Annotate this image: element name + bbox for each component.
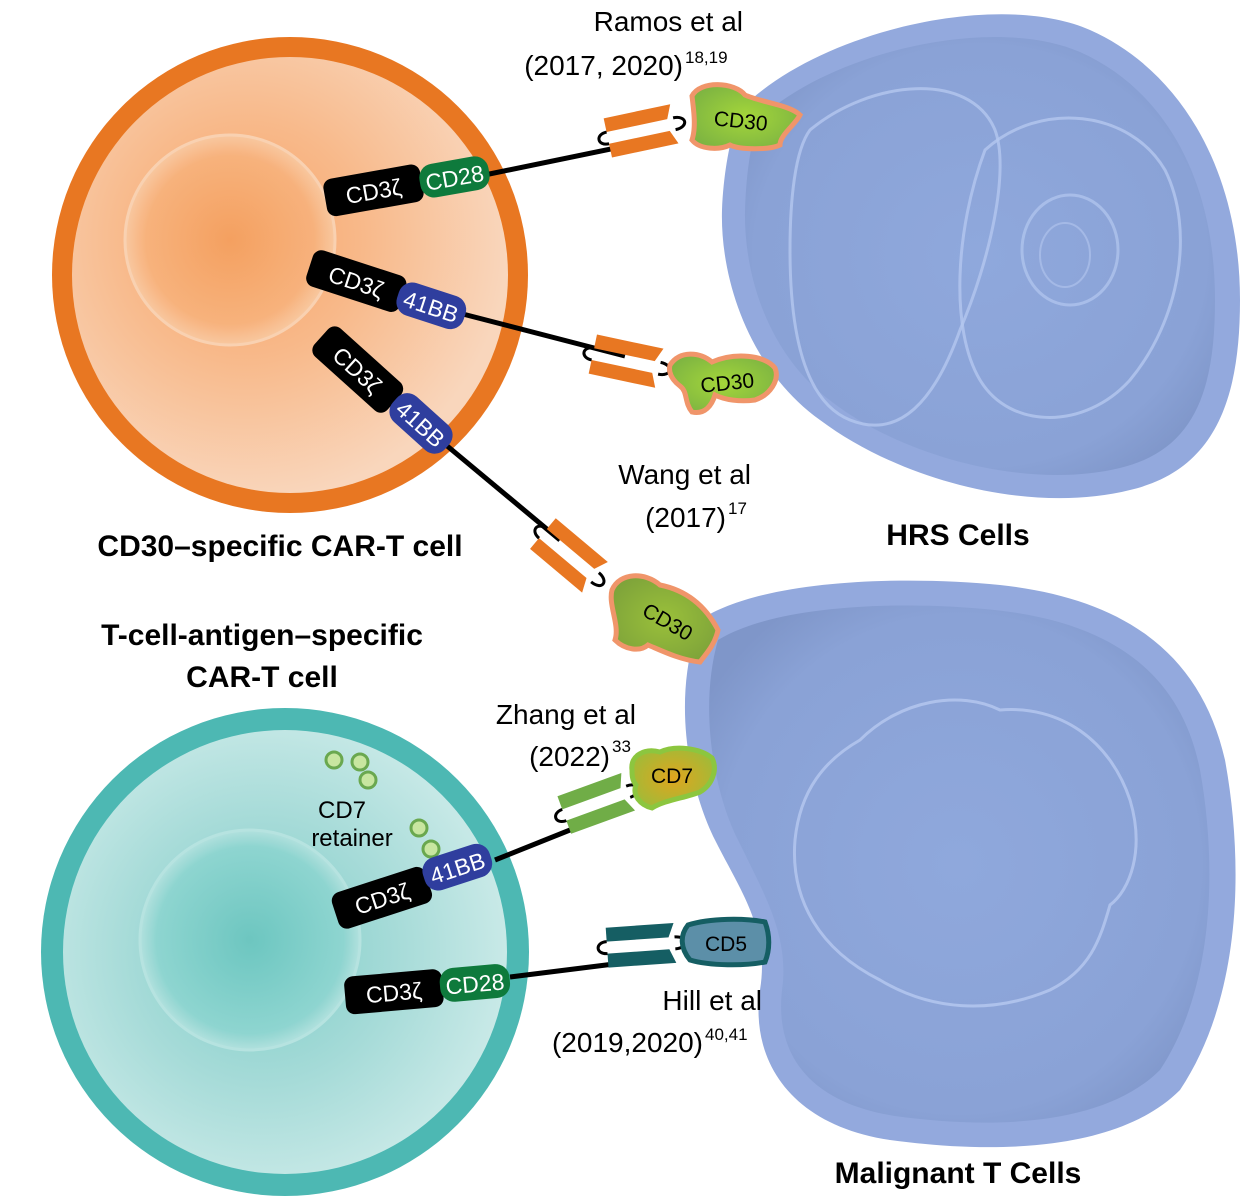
- cd30-car-t-cell: [52, 37, 528, 513]
- cd30-antigen-lower: CD30: [608, 573, 721, 665]
- cd30-antigen-top: CD30: [689, 82, 804, 152]
- citation-wang-line2: (2017): [645, 502, 726, 533]
- hrs-nucleolus-small: [1039, 222, 1091, 288]
- vesicle: [350, 752, 370, 772]
- citation-hill-line2: (2019,2020): [552, 1027, 703, 1058]
- car-construct-41bb-cd7: CD3ζ 41BB: [331, 772, 640, 929]
- vesicle: [324, 750, 344, 770]
- cd30-antigen-middle: CD30: [667, 351, 779, 416]
- cd5-label: CD5: [705, 933, 747, 956]
- citation-wang-line1: Wang et al: [618, 459, 751, 490]
- tcell-antigen-title-line1: T-cell-antigen–specific: [101, 619, 423, 652]
- car-construct-41bb-lower: CD3ζ 41BB: [312, 326, 608, 593]
- cd5-antigen: CD5: [679, 916, 772, 968]
- tcell-antigen-car-t-cell: [41, 708, 529, 1196]
- malignant-t-cell: [684, 580, 1236, 1148]
- tcell-antigen-title-line2: CAR-T cell: [186, 661, 338, 694]
- cd30-car-t-nucleus: [123, 133, 337, 347]
- 41bb-domain: [389, 393, 453, 454]
- scfv-top: [597, 104, 687, 158]
- citation-zhang-line1: Zhang et al: [496, 699, 636, 730]
- 41bb-domain: [396, 282, 467, 330]
- cd3z-label: CD3ζ: [365, 977, 423, 1008]
- hrs-nucleus-left: [788, 87, 1002, 427]
- vesicle: [358, 770, 378, 790]
- 41bb-domain: [422, 843, 493, 891]
- cd3z-domain: [344, 969, 444, 1015]
- hrs-cell: [721, 14, 1240, 499]
- malignant-nucleus: [792, 698, 1138, 1008]
- citation-ramos-line1: Ramos et al: [594, 6, 743, 37]
- cd3z-domain: [323, 164, 424, 217]
- cd28-label: CD28: [445, 968, 506, 999]
- cd30-label-middle: CD30: [699, 369, 755, 397]
- vesicle: [421, 839, 441, 859]
- scfv-middle: [582, 334, 672, 388]
- car-construct-cd28-cd5: CD3ζ CD28: [344, 922, 687, 1015]
- malignant-t-cells-title: Malignant T Cells: [835, 1157, 1082, 1190]
- citation-zhang-line2: (2022): [529, 741, 610, 772]
- hrs-cell-cytoplasm: [744, 36, 1215, 476]
- hrs-nucleus-right: [958, 116, 1182, 419]
- car-construct-cd28-top: CD3ζ CD28: [323, 104, 687, 217]
- cd3z-domain: [312, 326, 404, 413]
- cd3z-domain: [306, 250, 407, 312]
- citation-ramos-sup: 18,19: [685, 48, 728, 67]
- scfv-cd7: [554, 772, 640, 834]
- cd7-label: CD7: [651, 765, 693, 788]
- car-construct-41bb-middle: CD3ζ 41BB: [306, 250, 672, 388]
- cd7-antigen: CD7: [629, 745, 717, 811]
- vesicle: [409, 818, 429, 838]
- citation-zhang-sup: 33: [612, 737, 631, 756]
- citation-hill-line1: Hill et al: [662, 985, 762, 1016]
- citation-ramos-line2: (2017, 2020): [524, 50, 683, 81]
- cd7-retainer-vesicles: [324, 750, 441, 859]
- citation-hill-sup: 40,41: [705, 1025, 748, 1044]
- car-transmembrane-line: [438, 438, 562, 542]
- cd30-label-top: CD30: [713, 107, 769, 135]
- cd30-car-t-title: CD30–specific CAR-T cell: [97, 530, 462, 563]
- cd7-retainer-line2: retainer: [311, 825, 392, 852]
- cd3z-domain: [331, 866, 433, 929]
- citation-wang-sup: 17: [728, 499, 747, 518]
- scfv-lower: [530, 518, 608, 593]
- cd28-domain: [419, 156, 490, 198]
- hrs-nucleolus: [1020, 193, 1120, 307]
- scfv-cd5: [596, 922, 687, 968]
- cd28-domain: [439, 964, 511, 1002]
- hrs-cells-title: HRS Cells: [886, 519, 1029, 552]
- tcell-car-t-nucleus: [138, 828, 362, 1052]
- cd7-retainer-line1: CD7: [318, 797, 366, 824]
